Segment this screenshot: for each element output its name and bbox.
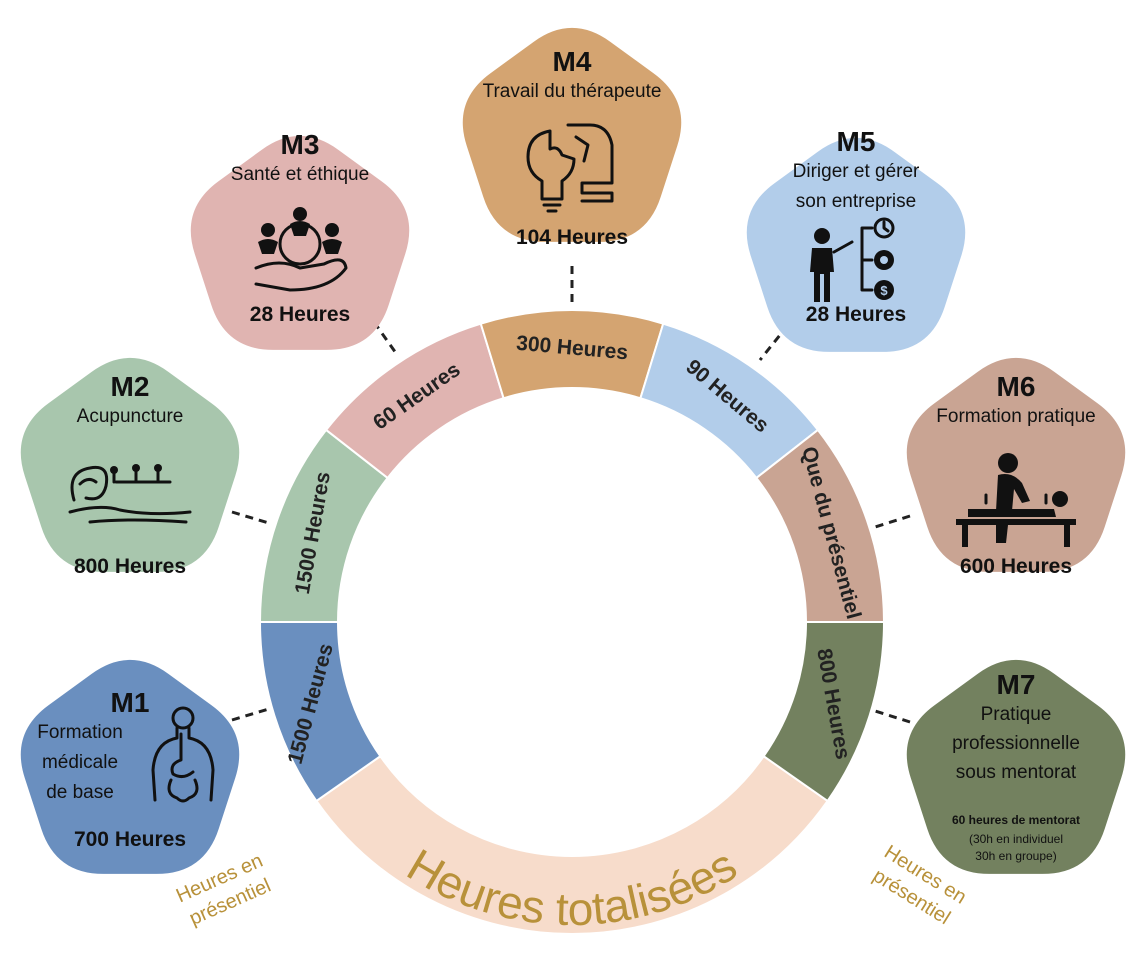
module-m4-shape [462, 27, 682, 242]
module-m2-shape [20, 357, 240, 572]
connector-m6 [871, 514, 911, 530]
module-m7-title-line-3: sous mentorat [956, 762, 1077, 783]
module-m1-id: M1 [111, 687, 150, 718]
module-m7-id: M7 [997, 669, 1036, 700]
module-m6-id: M6 [997, 371, 1036, 402]
module-m6-hours: 600 Heures [960, 555, 1072, 578]
connector-m2 [231, 510, 273, 526]
svg-text:$: $ [880, 283, 888, 298]
anatomy-icon [151, 706, 215, 803]
module-m2-title-line-1: Acupuncture [77, 406, 184, 427]
module-m1-title-line-3: de base [46, 782, 114, 803]
module-m7-note-line-2: 30h en groupe) [975, 849, 1056, 863]
module-m5-hours: 28 Heures [806, 303, 906, 326]
care-hand-icon [254, 207, 348, 292]
manager-icon: $ [810, 217, 895, 302]
puzzle-idea-icon [526, 123, 614, 213]
connector-m1 [231, 706, 273, 722]
module-m2-id: M2 [111, 371, 150, 402]
module-m2-hours: 800 Heures [74, 555, 186, 578]
module-m1-title-line-2: médicale [42, 752, 118, 773]
module-m7-shape [906, 659, 1126, 874]
module-m7-note-title: 60 heures de mentorat [952, 813, 1080, 827]
module-m3-id: M3 [281, 129, 320, 160]
module-m4-title-line-1: Travail du thérapeute [483, 81, 662, 102]
module-m5-shape [746, 137, 966, 352]
connector-m7 [871, 708, 911, 724]
module-m4-id: M4 [553, 46, 592, 77]
ring-segment-total [315, 754, 829, 935]
module-m3-hours: 28 Heures [250, 303, 350, 326]
module-m5-title-line-1: Diriger et gérer [793, 161, 920, 182]
module-m1-title-line-1: Formation [37, 722, 123, 743]
module-m1-shape [20, 659, 240, 874]
module-m5-title-line-2: son entreprise [796, 191, 916, 212]
module-m7-title-line-2: professionnelle [952, 733, 1080, 754]
module-m7-title-line-1: Pratique [981, 704, 1052, 725]
module-m1-hours: 700 Heures [74, 828, 186, 851]
module-m5-id: M5 [837, 126, 876, 157]
module-m3-shape [190, 135, 410, 350]
hours-ring [258, 309, 886, 935]
module-m6-title-line-1: Formation pratique [936, 406, 1095, 427]
module-m4-hours: 104 Heures [516, 226, 628, 249]
connector-m3 [372, 321, 400, 357]
massage-icon [956, 453, 1076, 547]
module-m3-title-line-1: Santé et éthique [231, 164, 369, 185]
ring-segment-m7 [762, 621, 886, 803]
acupuncture-icon [68, 464, 192, 524]
module-m7-note-line-1: (30h en individuel [969, 832, 1063, 846]
